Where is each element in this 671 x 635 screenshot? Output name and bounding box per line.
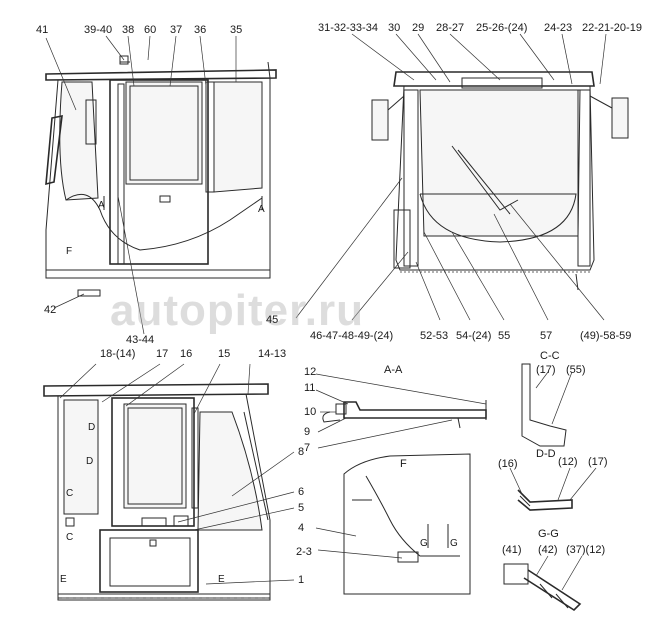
label-24-23: 24-23 [544, 22, 573, 34]
label-cc-55: (55) [566, 364, 586, 376]
watermark-text: autopiter.ru [110, 286, 365, 335]
label-45: 45 [266, 314, 279, 326]
section-mark-d-bottom: D [88, 422, 96, 433]
label-39-40: 39-40 [84, 24, 113, 36]
label-46-49: 46-47-48-49-(24) [310, 330, 394, 342]
label-4: 4 [298, 522, 305, 534]
leaders-top-left [45, 35, 237, 335]
label-37: 37 [170, 24, 183, 36]
label-2-3: 2-3 [296, 546, 312, 558]
label-43-44: 43-44 [126, 334, 155, 346]
label-8: 8 [298, 446, 305, 458]
section-f-title: F [400, 458, 407, 470]
section-mark-e-left: E [60, 574, 67, 585]
cab-side-view-top [45, 55, 277, 297]
label-1: 1 [298, 574, 305, 586]
leaders-top-right [295, 33, 607, 321]
label-gg-37-12: (37)(12) [566, 544, 606, 556]
label-31-34: 31-32-33-34 [318, 22, 378, 34]
section-mark-a-right: A [258, 204, 265, 215]
label-54-24: 54-(24) [456, 330, 492, 342]
section-mark-g-right: G [450, 538, 458, 549]
label-30: 30 [388, 22, 401, 34]
label-22-19: 22-21-20-19 [582, 22, 642, 34]
label-dd-12: (12) [558, 456, 578, 468]
section-mark-c-bottom: C [66, 532, 74, 543]
label-49-58-59: (49)-58-59 [580, 330, 632, 342]
label-41: 41 [36, 24, 49, 36]
section-dd-title: D-D [536, 448, 556, 460]
label-28-27: 28-27 [436, 22, 465, 34]
label-7: 7 [304, 442, 311, 454]
label-cc-17: (17) [536, 364, 556, 376]
label-16: 16 [180, 348, 193, 360]
cab-front-view [371, 71, 629, 291]
section-cc-title: C-C [540, 350, 560, 362]
label-9: 9 [304, 426, 311, 438]
label-15: 15 [218, 348, 231, 360]
label-38: 38 [122, 24, 135, 36]
label-6: 6 [298, 486, 305, 498]
section-f [315, 453, 471, 595]
label-55: 55 [498, 330, 511, 342]
label-5: 5 [298, 502, 305, 514]
label-18-14: 18-(14) [100, 348, 136, 360]
label-12: 12 [304, 366, 317, 378]
label-35: 35 [230, 24, 243, 36]
section-aa [315, 373, 487, 449]
label-dd-17: (17) [588, 456, 608, 468]
section-mark-a-left: A [98, 200, 105, 211]
view-mark-f: F [66, 246, 73, 257]
leaders-bottom-left [59, 363, 295, 585]
cab-side-view-bottom [43, 383, 271, 601]
label-gg-41: (41) [502, 544, 522, 556]
label-gg-42: (42) [538, 544, 558, 556]
label-14-13: 14-13 [258, 348, 287, 360]
section-aa-title: A-A [384, 364, 403, 376]
section-dd [509, 467, 597, 511]
label-29: 29 [412, 22, 425, 34]
label-57: 57 [540, 330, 553, 342]
section-mark-d-top: D [86, 456, 94, 467]
section-mark-c-top: C [66, 488, 74, 499]
label-dd-16: (16) [498, 458, 518, 470]
label-42: 42 [44, 304, 57, 316]
label-10: 10 [304, 406, 317, 418]
section-gg [503, 555, 583, 612]
section-cc [521, 363, 573, 447]
label-17: 17 [156, 348, 169, 360]
section-mark-g-left: G [420, 538, 428, 549]
label-52-53: 52-53 [420, 330, 449, 342]
label-11: 11 [304, 382, 316, 394]
label-60: 60 [144, 24, 157, 36]
section-mark-e-right: E [218, 574, 225, 585]
label-36: 36 [194, 24, 207, 36]
label-25-26-24: 25-26-(24) [476, 22, 528, 34]
section-gg-title: G-G [538, 528, 559, 540]
